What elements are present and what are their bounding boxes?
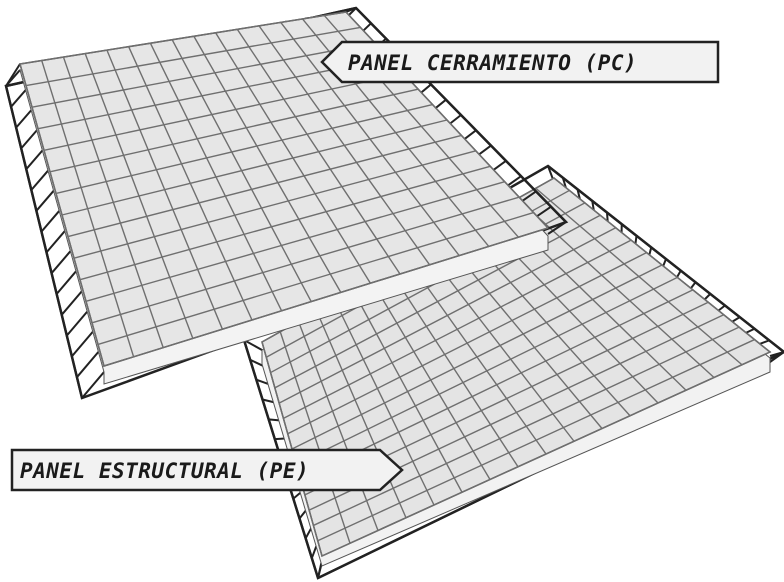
label-pc-arrow-box: [320, 40, 720, 84]
frame-rung: [71, 331, 94, 358]
frame-rung: [66, 310, 88, 337]
mesh-wire: [291, 264, 663, 450]
mesh-wire: [295, 276, 678, 465]
mesh-wire: [313, 326, 740, 527]
frame-rung: [55, 270, 77, 295]
label-pe-text: PANEL ESTRUCTURAL (PE): [20, 459, 309, 483]
panel-cerramiento: [4, 6, 569, 400]
frame-rung: [10, 89, 27, 108]
frame-rung: [15, 109, 32, 129]
mesh-wire: [300, 289, 694, 481]
mesh-wire: [31, 42, 375, 108]
label-panel-estructural: PANEL ESTRUCTURAL (PE): [10, 448, 404, 492]
mesh-wire: [321, 351, 771, 557]
mesh-wire: [67, 134, 462, 238]
mesh-wire: [283, 239, 632, 420]
frame-rung: [20, 129, 38, 150]
frame-rung: [81, 371, 105, 399]
mesh-wire: [43, 73, 404, 151]
mesh-wire: [55, 103, 433, 195]
mesh-wire: [79, 165, 491, 281]
mesh-wire: [85, 181, 505, 302]
frame-rung: [50, 250, 72, 274]
mesh-wire: [61, 119, 448, 216]
frame-rung: [5, 63, 21, 87]
frame-rung: [547, 221, 567, 235]
frame-rung: [25, 149, 44, 170]
frame-rung: [35, 190, 55, 212]
mesh-wire: [317, 338, 755, 542]
label-panel-cerramiento: PANEL CERRAMIENTO (PC): [320, 40, 720, 84]
frame-rail: [4, 85, 84, 399]
mesh-wire: [25, 26, 361, 87]
frame-rung: [243, 339, 263, 351]
label-pe-arrow-box: [10, 448, 404, 492]
mesh-wire: [49, 88, 419, 173]
frame-rung: [76, 351, 100, 378]
mesh-wire: [287, 251, 647, 435]
frame-rung: [45, 230, 66, 254]
mesh-wire: [73, 150, 477, 259]
mesh-wire: [91, 196, 520, 324]
mesh-wire: [97, 211, 534, 346]
mesh-wire: [278, 227, 617, 404]
mesh-wire: [19, 11, 347, 65]
frame-rail: [547, 165, 784, 353]
frame-rung: [60, 290, 83, 316]
mesh-wire: [103, 227, 549, 367]
label-pc-text: PANEL CERRAMIENTO (PC): [348, 51, 637, 75]
frame-rung: [40, 210, 60, 233]
frame-rung: [30, 170, 49, 191]
